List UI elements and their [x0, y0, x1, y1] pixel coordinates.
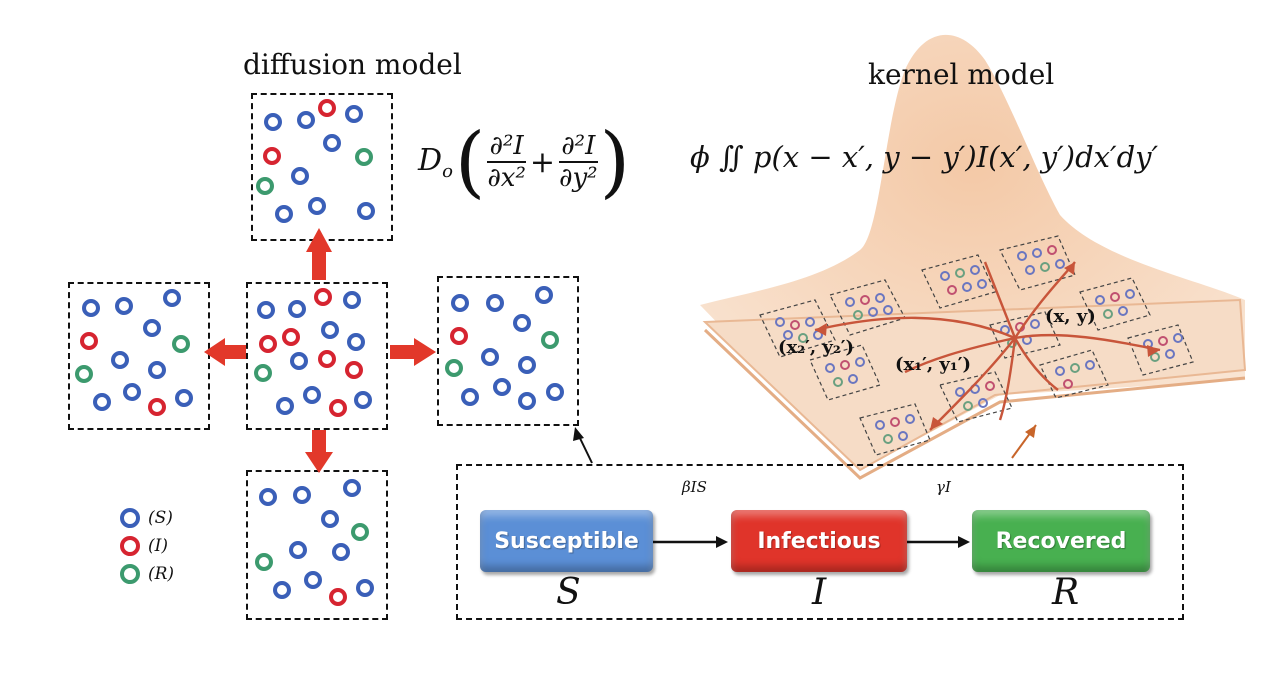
fraction-x: ∂²I ∂x²	[487, 131, 526, 193]
infectious-compartment: Infectious	[731, 510, 907, 572]
susceptible-ring-icon	[120, 508, 140, 528]
recovered-compartment: Recovered	[972, 510, 1150, 572]
legend-item-susceptible: (S)	[120, 508, 173, 528]
susceptible-compartment: Susceptible	[480, 510, 653, 572]
kernel-mini-particles	[775, 245, 1183, 444]
sir-flow-arrows	[653, 536, 970, 548]
kernel-model-title: kernel model	[868, 58, 1055, 91]
diffusion-arrows	[204, 228, 436, 473]
diffusion-coefficient: Do	[418, 142, 453, 182]
coord-x-y: (x, y)	[1045, 306, 1096, 327]
grid-cell-bottom	[246, 470, 388, 620]
fraction-y: ∂²I ∂y²	[559, 131, 598, 193]
grid-cell-center	[246, 282, 388, 430]
kernel-arrowheads	[815, 262, 1160, 430]
recovery-rate-label: γI	[936, 478, 951, 496]
recovered-ring-icon	[120, 564, 140, 584]
infectious-ring-icon	[120, 536, 140, 556]
diffusion-formula: Do ( ∂²I ∂x² + ∂²I ∂y² )	[418, 117, 631, 207]
sir-model-panel	[456, 464, 1184, 620]
kernel-spread-arrows	[814, 261, 1161, 431]
diffusion-model-title: diffusion model	[243, 48, 462, 81]
legend-item-recovered: (R)	[120, 564, 174, 584]
diffusion-particles	[75, 99, 564, 606]
infectious-symbol: I	[812, 572, 827, 613]
grid-cell-right	[437, 276, 579, 426]
susceptible-symbol: S	[556, 572, 581, 613]
coord-x2-y2: (x₂′, y₂′)	[778, 337, 855, 358]
kernel-formula: ϕ ∬ p(x − x′, y − y′)I(x′, y′)dx′dy′	[690, 140, 1159, 174]
grid-cell-left	[68, 282, 210, 430]
legend-item-infectious: (I)	[120, 536, 168, 556]
recovered-symbol: R	[1052, 572, 1080, 613]
infection-rate-label: βIS	[682, 478, 707, 496]
coord-x1-y1: (x₁′, y₁′)	[895, 354, 972, 375]
